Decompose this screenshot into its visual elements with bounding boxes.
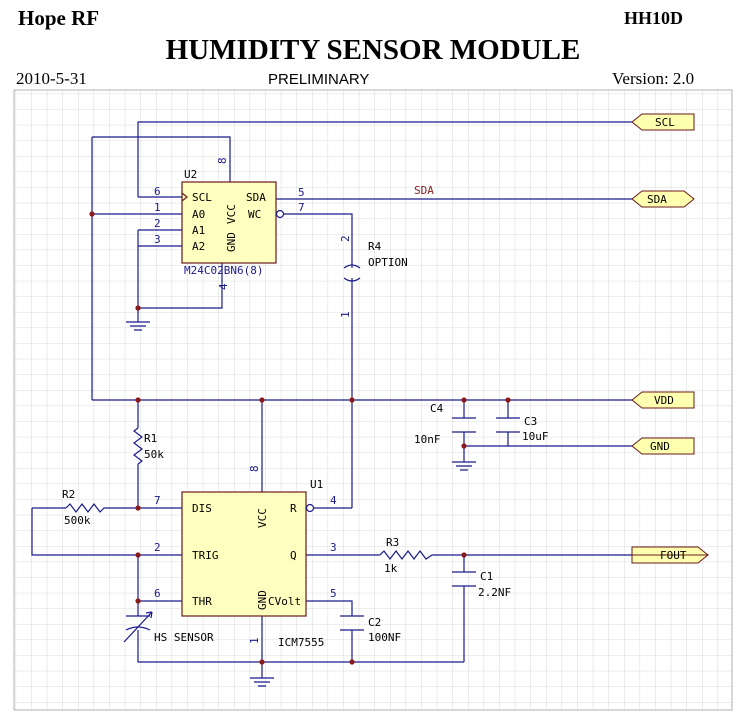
u2-num-1: 1 (154, 201, 161, 214)
port-gnd-label: GND (650, 440, 670, 453)
r1-value: 50k (144, 448, 164, 461)
cap-c3: C3 10uF (496, 415, 549, 443)
wires (31, 121, 632, 678)
ground-symbol-u2 (126, 321, 150, 331)
c3-ref: C3 (524, 415, 537, 428)
c3-value: 10uF (522, 430, 549, 443)
u2-pin-wc: WC (248, 208, 261, 221)
r4-option: R4 OPTION 2 1 (339, 235, 408, 318)
u1-pin-cvolt: CVolt (268, 595, 301, 608)
doc-date: 2010-5-31 (16, 69, 87, 88)
c1-value: 2.2NF (478, 586, 511, 599)
resistor-r1: R1 50k (133, 427, 164, 465)
u2-pin-scl: SCL (192, 191, 212, 204)
resistor-r3: R3 1k (379, 536, 433, 575)
u2-pin-a2: A2 (192, 240, 205, 253)
u1-num-5: 5 (330, 587, 337, 600)
u1-num-1: 1 (248, 637, 261, 644)
u2-num-7: 7 (298, 201, 305, 214)
u1-pin-q: Q (290, 549, 297, 562)
port-scl: SCL (631, 113, 695, 131)
port-fout: FOUT (631, 546, 710, 564)
page-title: HUMIDITY SENSOR MODULE (165, 34, 581, 66)
r3-ref: R3 (386, 536, 399, 549)
port-vdd-label: VDD (654, 394, 674, 407)
u2-num-2: 2 (154, 217, 161, 230)
u2-ref: U2 (184, 168, 197, 181)
net-sda-label: SDA (414, 184, 434, 197)
ground-symbol-u1 (250, 677, 274, 687)
port-gnd: GND (631, 437, 695, 455)
sensor-label: HS SENSOR (154, 631, 214, 644)
u1-timer: U1 ICM7555 DIS TRIG THR R Q CVolt VCC GN… (154, 465, 337, 649)
r4-ref: R4 (368, 240, 382, 253)
u1-pin-vcc: VCC (256, 508, 269, 528)
u2-num-3: 3 (154, 233, 161, 246)
r1-ref: R1 (144, 432, 157, 445)
brand-name: Hope RF (18, 6, 100, 30)
u1-pin-gnd: GND (256, 590, 269, 610)
c4-value: 10nF (414, 433, 441, 446)
r4-pin-1: 1 (339, 311, 352, 318)
port-vdd: VDD (631, 391, 695, 409)
u2-pin-gnd: GND (225, 232, 238, 252)
part-number: HH10D (624, 8, 684, 28)
cap-c1: C1 2.2NF (452, 570, 511, 599)
u1-num-3: 3 (330, 541, 337, 554)
u2-part: M24C02BN6(8) (184, 264, 263, 277)
c1-ref: C1 (480, 570, 493, 583)
u2-pin-a1: A1 (192, 224, 205, 237)
cap-c2: C2 100NF (340, 615, 401, 644)
u1-num-8: 8 (248, 465, 261, 472)
u1-pin-trig: TRIG (192, 549, 219, 562)
r4-pin-2: 2 (339, 235, 352, 242)
u1-pin-r: R (290, 502, 297, 515)
c4-ref: C4 (430, 402, 444, 415)
c2-value: 100NF (368, 631, 401, 644)
u2-num-5: 5 (298, 186, 305, 199)
port-fout-label: FOUT (660, 549, 687, 562)
u1-num-6: 6 (154, 587, 161, 600)
ground-symbol-vdd (452, 461, 476, 471)
u2-num-8: 8 (216, 157, 229, 164)
u2-num-6: 6 (154, 185, 161, 198)
u1-ref: U1 (310, 478, 323, 491)
r3-value: 1k (384, 562, 398, 575)
u2-pin-a0: A0 (192, 208, 205, 221)
u1-num-2: 2 (154, 541, 161, 554)
u2-pin-sda: SDA (246, 191, 266, 204)
r2-value: 500k (64, 514, 91, 527)
cap-c4: C4 10nF (414, 402, 476, 446)
r4-value: OPTION (368, 256, 408, 269)
port-sda: SDA (631, 190, 695, 208)
u1-part: ICM7555 (278, 636, 324, 649)
u2-eeprom: U2 M24C02BN6(8) SCL A0 A1 A2 SDA WC GND … (154, 157, 305, 290)
u1-pin-dis: DIS (192, 502, 212, 515)
u1-num-7: 7 (154, 494, 161, 507)
u1-num-4: 4 (330, 494, 337, 507)
junctions (89, 211, 511, 665)
doc-status: PRELIMINARY (268, 71, 370, 88)
port-sda-label: SDA (647, 193, 667, 206)
u2-num-4: 4 (217, 283, 230, 290)
resistor-r2: R2 500k (62, 488, 108, 527)
humidity-sensor: HS SENSOR (123, 611, 214, 644)
doc-version: Version: 2.0 (612, 69, 695, 88)
r2-ref: R2 (62, 488, 75, 501)
c2-ref: C2 (368, 616, 381, 629)
u1-pin-thr: THR (192, 595, 212, 608)
port-scl-label: SCL (655, 116, 675, 129)
u2-pin-vcc: VCC (225, 204, 238, 224)
